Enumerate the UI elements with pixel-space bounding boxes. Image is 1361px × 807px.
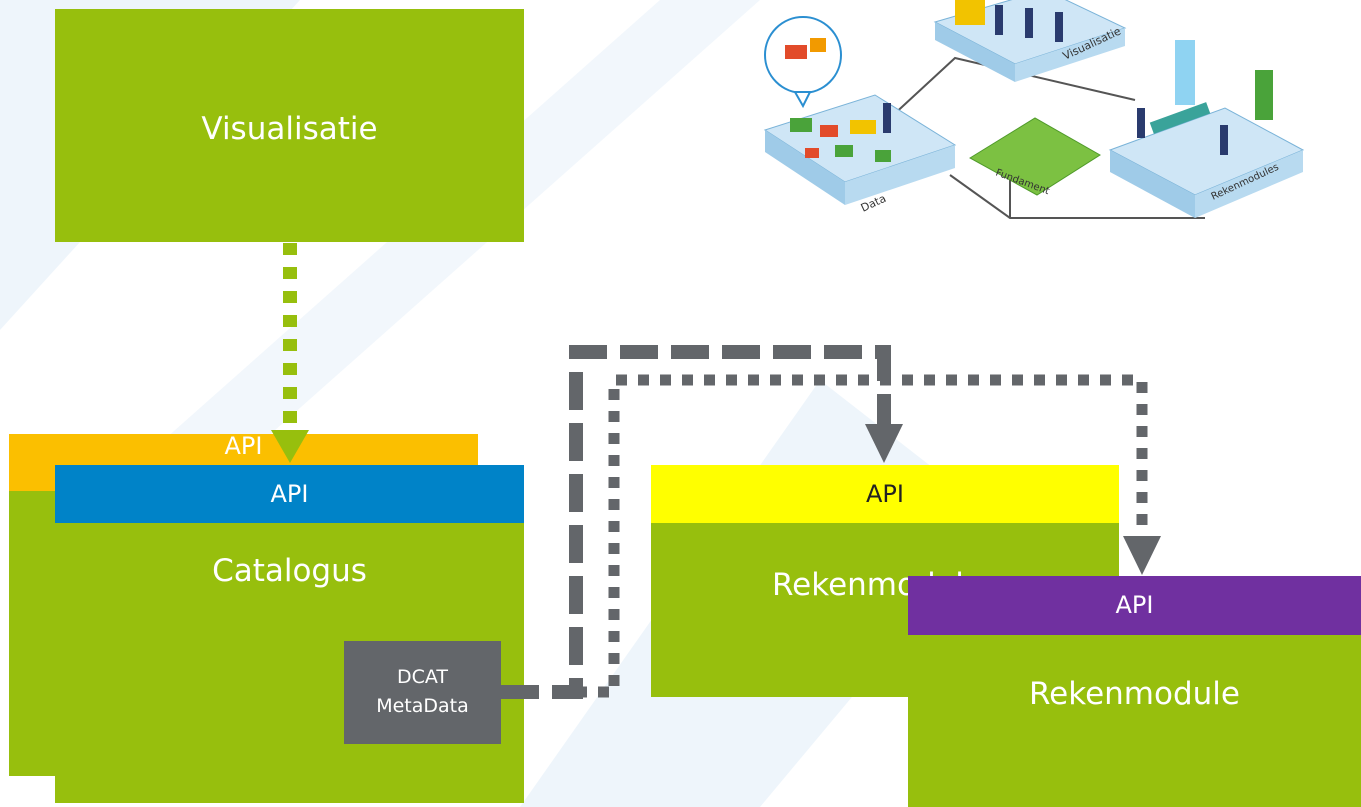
rekenmodule-front-api-bar: API	[908, 576, 1361, 635]
catalogus-api-bar: API	[55, 465, 524, 523]
rekenmodule-front-block: API Rekenmodule	[908, 576, 1361, 807]
dcat-label: DCAT	[396, 666, 449, 688]
visualisatie-block: Visualisatie	[55, 9, 524, 242]
catalogus-title: Catalogus	[212, 553, 367, 589]
catalogus-api-label: API	[270, 480, 309, 508]
visualisatie-title: Visualisatie	[201, 111, 378, 147]
catalogus-block: API Catalogus DCAT MetaData	[55, 465, 524, 803]
rekenmodule-front-api-label: API	[1115, 591, 1154, 619]
rekenmodule-back-api-bar: API	[651, 465, 1119, 523]
catalogus-back-api-label: API	[224, 434, 263, 460]
rekenmodule-back-api-label: API	[866, 480, 904, 508]
platform-illustration: Visualisatie Data Fundament Rekenmodules	[763, 0, 1305, 219]
metadata-label: MetaData	[376, 695, 469, 717]
rekenmodule-front-title: Rekenmodule	[1029, 676, 1240, 712]
dcat-metadata-box: DCAT MetaData	[344, 641, 501, 744]
